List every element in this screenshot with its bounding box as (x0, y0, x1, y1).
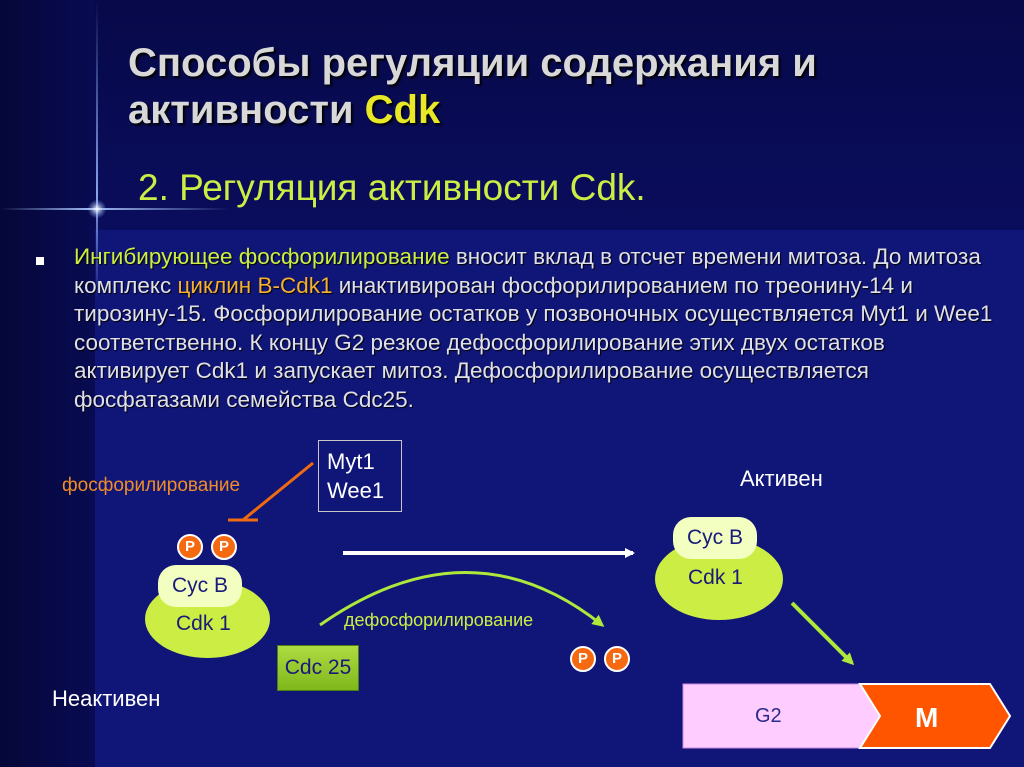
slide-subtitle: 2. Регуляция активности Cdk. (138, 167, 646, 208)
title-line-1: Способы регуляции содержания и (128, 41, 817, 85)
bullet-paragraph: Ингибирующее фосфорилирование вносит вкл… (74, 243, 994, 414)
cyclin-b-inactive: Cyc B (158, 565, 242, 607)
light-flare-horizontal (0, 208, 230, 210)
phosphorylation-label: фосфорилирование (62, 475, 241, 496)
phosphate-badge: P (177, 534, 203, 560)
inhibition-line (242, 461, 314, 522)
dephosphorylation-arrow (319, 571, 605, 627)
slide-title: Способы регуляции содержания и активност… (128, 40, 998, 134)
released-phosphate-badge: P (604, 646, 630, 672)
active-label: Активен (740, 466, 823, 491)
cdc25-phosphatase-box: Cdc 25 (277, 645, 359, 691)
phase-m-chevron (858, 683, 1012, 749)
inactive-label: Неактивен (52, 686, 161, 711)
dephosphorylation-label: дефосфорилирование (344, 610, 534, 630)
title-accent-cdk: Cdk (364, 88, 441, 132)
slide-background-top (0, 0, 1024, 230)
light-flare-star-icon (88, 200, 106, 218)
slide-background-main (95, 230, 1024, 767)
kinase-box: Myt1 Wee1 (318, 440, 402, 512)
paragraph-text-2: инактивирован фосфорилированием по треон… (74, 272, 993, 412)
slide-background-left (0, 0, 95, 767)
kinase-wee1: Wee1 (327, 478, 385, 503)
paragraph-text-1: вносит вклад в отсчет времени митоза. До… (74, 244, 981, 298)
title-line-2-prefix: активности (128, 88, 365, 132)
released-phosphate-badge: P (570, 646, 596, 672)
bullet-square-icon (36, 257, 44, 265)
active-to-mitosis-arrow (790, 601, 855, 666)
cyclin-b-active: Cyc B (673, 517, 757, 559)
phosphate-badge: P (211, 534, 237, 560)
highlight-cyclin-b-cdk1: циклин B-Cdk1 (177, 272, 333, 298)
phase-g2-label: G2 (755, 705, 782, 727)
kinase-myt1: Myt1 (327, 449, 375, 474)
phase-m-label: M (915, 702, 938, 733)
cdk1-active-label: Cdk 1 (688, 566, 743, 589)
cdk1-inactive-label: Cdk 1 (176, 612, 231, 635)
highlight-inhibiting-phosphorylation: Ингибирующее фосфорилирование (74, 244, 450, 269)
light-flare-vertical (96, 0, 98, 300)
